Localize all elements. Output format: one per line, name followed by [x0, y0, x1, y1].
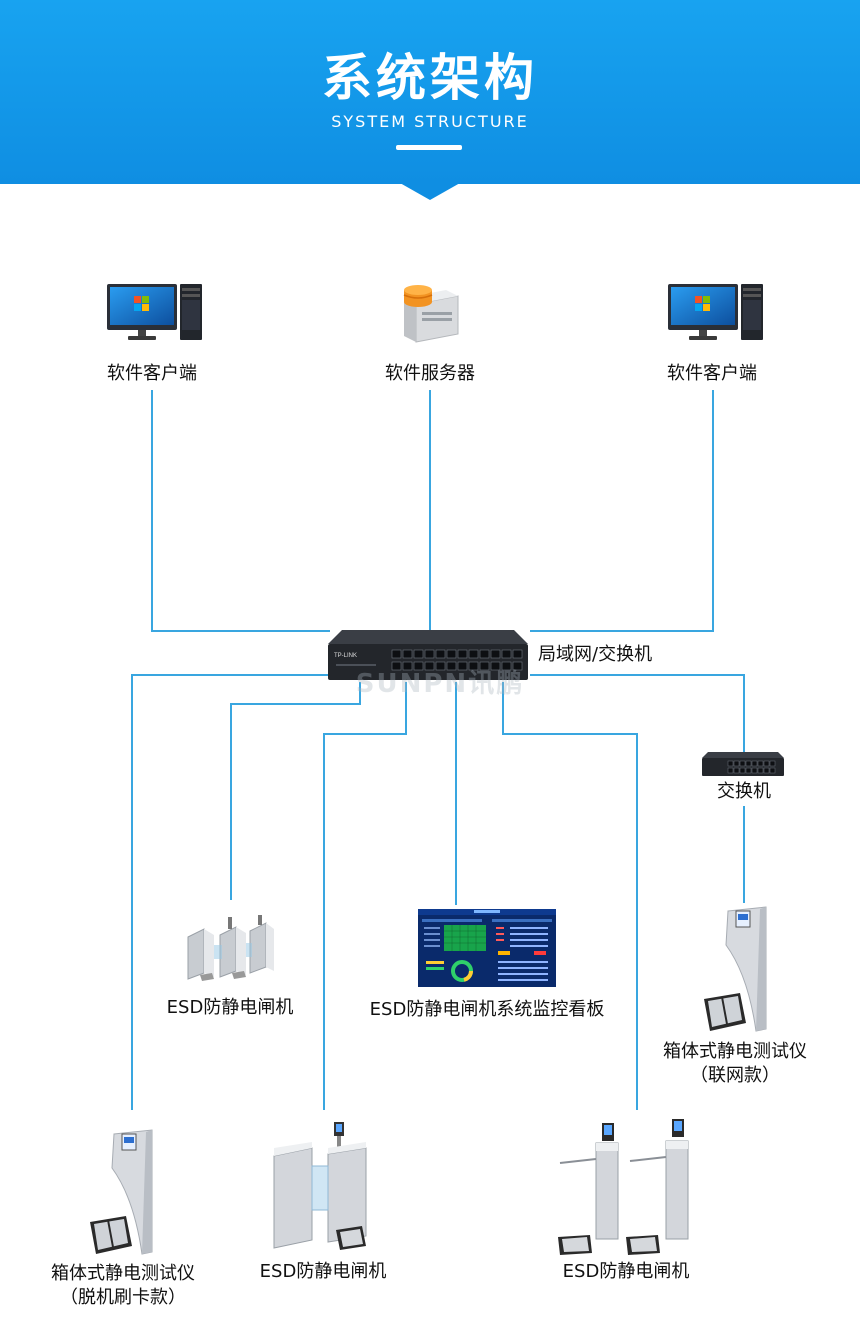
- tester-offline-label-line2: （脱机刷卡款）: [60, 1287, 186, 1308]
- client-left-label: 软件客户端: [107, 363, 197, 384]
- page-subtitle: SYSTEM STRUCTURE: [331, 112, 529, 131]
- line-gate-mid-left: [230, 682, 361, 900]
- tester-online-label-line1: 箱体式静电测试仪: [663, 1041, 807, 1062]
- page-title: 系统架构: [322, 49, 538, 107]
- tester-offline-label-line1: 箱体式静电测试仪: [51, 1263, 195, 1284]
- line-switch: [530, 674, 745, 752]
- server-label: 软件服务器: [385, 363, 475, 384]
- header-banner: 系统架构 SYSTEM STRUCTURE: [0, 0, 860, 184]
- server-icon: [403, 285, 459, 343]
- header-notch: [400, 183, 460, 200]
- turnstile-gate-icon: [187, 915, 274, 981]
- swing-gate-icon: [273, 1122, 367, 1250]
- lan-switch-label: 局域网/交换机: [538, 644, 653, 665]
- gate-mid-left-label: ESD防静电闸机: [166, 997, 294, 1018]
- client-right-label: 软件客户端: [667, 363, 757, 384]
- line-client-left: [151, 390, 330, 632]
- line-tester-offline: [131, 674, 330, 1110]
- dashboard-icon: [418, 909, 556, 987]
- line-gate-bottom-right: [502, 682, 638, 1110]
- gate-bottom-mid-label: ESD防静电闸机: [259, 1261, 387, 1282]
- title-underline: [396, 145, 462, 150]
- computer-icon: [107, 284, 202, 340]
- computer-icon: [668, 284, 763, 340]
- svg-text:TP-LINK: TP-LINK: [334, 653, 357, 659]
- watermark: SUNPN讯鹏: [355, 669, 525, 699]
- dashboard-label: ESD防静电闸机系统监控看板: [369, 999, 605, 1020]
- switch-label: 交换机: [717, 781, 771, 802]
- tester-online-label-line2: （联网款）: [690, 1065, 780, 1086]
- tripod-gate-icon: [558, 1119, 689, 1255]
- switch-icon: [702, 752, 784, 776]
- esd-tester-icon: [704, 906, 767, 1032]
- esd-tester-icon: [90, 1129, 153, 1255]
- line-gate-bottom-mid: [323, 682, 407, 1110]
- lan-switch-icon: TP-LINK: [328, 630, 528, 680]
- line-client-right: [530, 390, 714, 632]
- gate-bottom-right-label: ESD防静电闸机: [562, 1261, 690, 1282]
